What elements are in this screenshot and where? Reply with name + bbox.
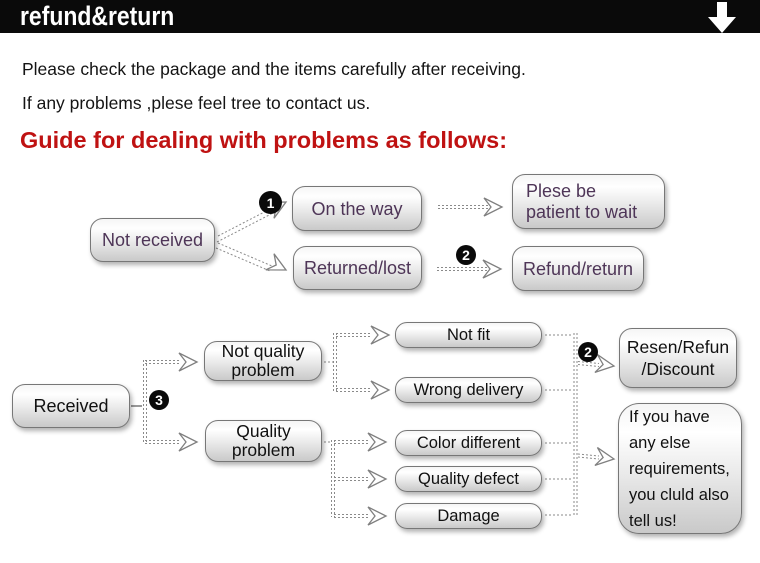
flow-box-damage: Damage bbox=[395, 503, 542, 529]
badge-1: 1 bbox=[259, 191, 282, 214]
badge-2: 2 bbox=[456, 245, 476, 265]
flow-box-on-the-way: On the way bbox=[292, 186, 422, 231]
intro-line-1: Please check the package and the items c… bbox=[22, 59, 526, 79]
flow-box-received: Received bbox=[12, 384, 130, 428]
arrow-right-icon bbox=[594, 354, 616, 374]
arrow-right-icon bbox=[370, 325, 391, 345]
arrow-right-icon bbox=[265, 253, 288, 271]
flow-box-if-you-have: If you have any else requirements, you c… bbox=[618, 403, 742, 534]
banner-title: refund&return bbox=[20, 1, 175, 31]
flow-box-resen-refund-discount: Resen/Refun /Discount bbox=[619, 328, 737, 388]
arrow-right-icon bbox=[178, 352, 199, 372]
flow-box-not-fit: Not fit bbox=[395, 322, 542, 348]
flow-box-quality-problem: Quality problem bbox=[205, 420, 322, 462]
intro-line-2: If any problems ,plese feel tree to cont… bbox=[22, 93, 371, 113]
arrow-right-icon bbox=[367, 469, 388, 489]
arrow-right-icon bbox=[367, 506, 388, 526]
badge-3: 3 bbox=[149, 390, 169, 410]
flow-box-returned-lost: Returned/lost bbox=[293, 246, 422, 290]
down-arrow-icon bbox=[708, 2, 736, 33]
guide-heading: Guide for dealing with problems as follo… bbox=[20, 127, 508, 153]
arrow-right-icon bbox=[482, 259, 503, 279]
badge-2b: 2 bbox=[578, 342, 598, 362]
flow-box-plese-wait: Plese be patient to wait bbox=[512, 174, 665, 229]
arrow-right-icon bbox=[178, 432, 199, 452]
flow-box-wrong-delivery: Wrong delivery bbox=[395, 377, 542, 403]
arrow-right-icon bbox=[370, 380, 391, 400]
flow-box-color-different: Color different bbox=[395, 430, 542, 456]
arrow-right-icon bbox=[594, 447, 616, 467]
flow-box-not-quality-problem: Not quality problem bbox=[204, 341, 322, 381]
flow-box-refund-return: Refund/return bbox=[512, 246, 644, 291]
header-banner: refund&return bbox=[0, 0, 760, 33]
arrow-right-icon bbox=[367, 432, 388, 452]
arrow-right-icon bbox=[483, 197, 504, 217]
flow-box-not-received: Not received bbox=[90, 218, 215, 262]
flow-box-quality-defect: Quality defect bbox=[395, 466, 542, 492]
